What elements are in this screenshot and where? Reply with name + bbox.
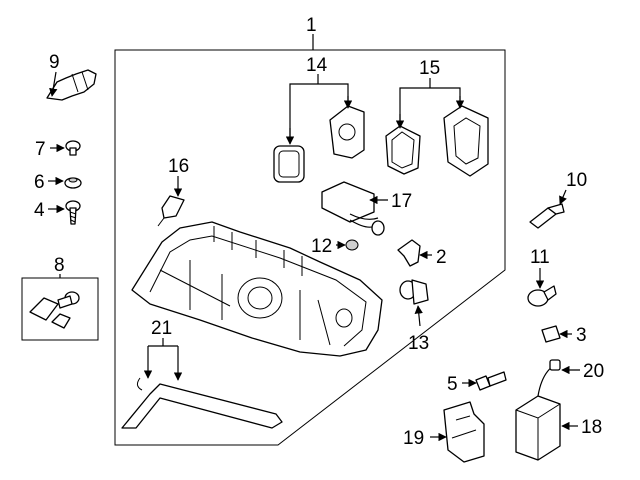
bolt-7 — [65, 140, 81, 156]
callout-11: 11 — [530, 247, 550, 268]
callout-3: 3 — [576, 325, 587, 346]
leader-14 — [289, 83, 349, 140]
callout-13: 13 — [408, 333, 429, 354]
ballast-18 — [515, 395, 561, 461]
callout-6: 6 — [34, 172, 45, 193]
leader-lines — [48, 34, 580, 442]
callout-21: 21 — [151, 318, 172, 339]
callout-19: 19 — [403, 428, 424, 449]
seal-strip-21 — [121, 377, 283, 429]
grommet-6 — [64, 177, 82, 189]
callout-10: 10 — [566, 170, 587, 191]
headlamp-housing-1 — [131, 221, 383, 357]
callout-17: 17 — [391, 191, 412, 212]
leader-9 — [49, 71, 58, 97]
callout-15: 15 — [419, 58, 440, 79]
bracket-2 — [397, 239, 421, 267]
bulb-11 — [527, 285, 557, 307]
callout-14: 14 — [306, 55, 328, 76]
bulb-10 — [529, 203, 565, 229]
bulb-9 — [46, 69, 97, 101]
callout-12: 12 — [311, 236, 332, 257]
clip-kit-8 — [29, 291, 80, 329]
cable-20 — [537, 359, 561, 397]
callout-labels: 1 2 3 4 5 6 7 8 9 10 11 12 13 14 15 16 1… — [34, 15, 604, 449]
socket-13 — [399, 279, 429, 305]
leader-10 — [559, 189, 567, 205]
callout-4: 4 — [34, 200, 45, 221]
callout-5: 5 — [447, 374, 458, 395]
callout-2: 2 — [436, 247, 447, 268]
callout-7: 7 — [35, 139, 46, 160]
socket-3 — [541, 325, 561, 343]
bracket-19 — [443, 401, 485, 463]
callout-8: 8 — [54, 255, 65, 276]
screw-4 — [65, 200, 81, 225]
bolt-5 — [475, 371, 507, 391]
assembly-boundary — [114, 49, 506, 446]
cap-15b — [443, 105, 489, 177]
callout-18: 18 — [581, 417, 602, 438]
callout-1: 1 — [306, 15, 317, 36]
cap-15a — [385, 125, 421, 175]
cap-14a — [273, 145, 305, 183]
grommet-12 — [345, 239, 359, 251]
leader-13 — [414, 305, 423, 327]
cap-14b — [329, 105, 365, 159]
callout-20: 20 — [583, 361, 604, 382]
callout-16: 16 — [168, 156, 189, 177]
callout-9: 9 — [49, 52, 60, 73]
actuator-16 — [157, 195, 185, 227]
module-17 — [321, 181, 385, 236]
